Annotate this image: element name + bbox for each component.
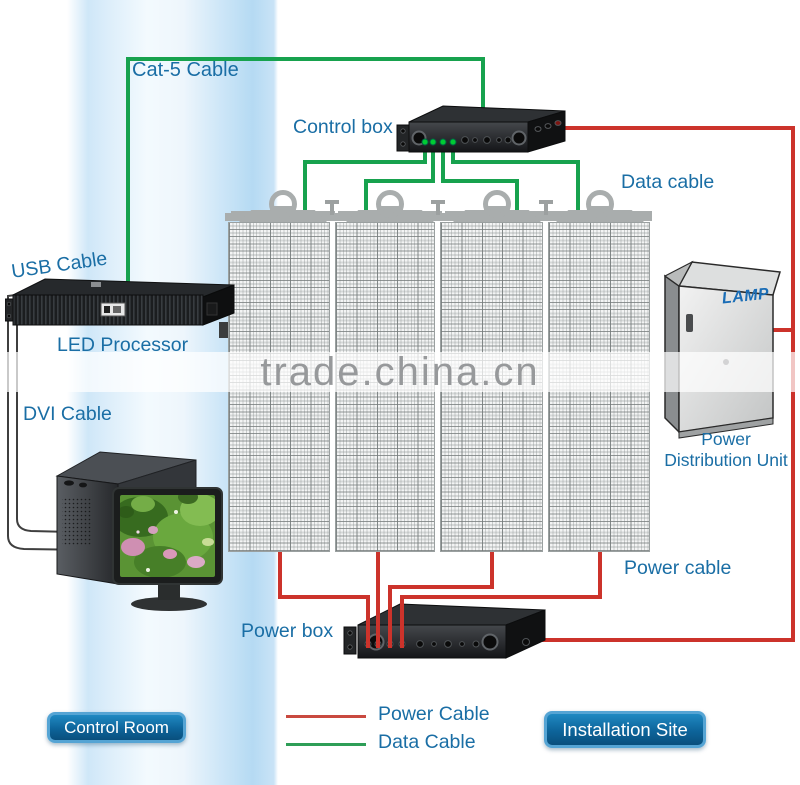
legend-power-cable-swatch (286, 715, 366, 718)
watermark-text: trade.china.cn (260, 349, 540, 394)
panel-clamp (544, 203, 548, 215)
label-power-cable: Power cable (624, 557, 732, 579)
control-box-device (396, 105, 566, 153)
hanger-ring (483, 190, 511, 218)
pdu-label-line1: Power (701, 429, 751, 449)
data-cable-lines (303, 148, 580, 224)
legend-data-cable-swatch (286, 743, 366, 746)
watermark-band: trade.china.cn (0, 349, 800, 394)
legend-power-cable-label: Power Cable (378, 703, 490, 725)
panel-clamp (431, 200, 445, 204)
monitor-screen (120, 495, 215, 577)
hanger-ring (376, 190, 404, 218)
hanging-bar (225, 213, 652, 221)
cat5-cable-line (126, 57, 485, 296)
label-control-box: Control box (293, 116, 393, 138)
label-power-distribution-unit: Power Distribution Unit (648, 429, 800, 471)
panel-side-connector (219, 322, 229, 338)
installation-site-button[interactable]: Installation Site (544, 711, 706, 748)
panel-clamp (330, 203, 334, 215)
control-room-button[interactable]: Control Room (47, 712, 186, 743)
installation-site-button-label: Installation Site (562, 718, 688, 740)
pdu-label-line2: Distribution Unit (664, 450, 788, 470)
control-room-button-label: Control Room (64, 717, 169, 737)
dvi-cable-line (16, 293, 153, 535)
legend-data-cable-label: Data Cable (378, 731, 476, 753)
label-cat5-cable: Cat-5 Cable (132, 59, 239, 81)
hanger-ring (586, 190, 614, 218)
computer-workstation (55, 451, 223, 611)
label-power-box: Power box (241, 620, 334, 642)
usb-cable-line (7, 283, 163, 552)
led-processor-device (5, 278, 235, 326)
label-led-processor: LED Processor (57, 334, 189, 356)
label-data-cable: Data cable (621, 171, 715, 193)
hanger-ring (269, 190, 297, 218)
panel-clamp (436, 203, 440, 215)
panel-clamp (325, 200, 339, 204)
label-dvi-cable: DVI Cable (23, 403, 112, 425)
panel-clamp (539, 200, 553, 204)
